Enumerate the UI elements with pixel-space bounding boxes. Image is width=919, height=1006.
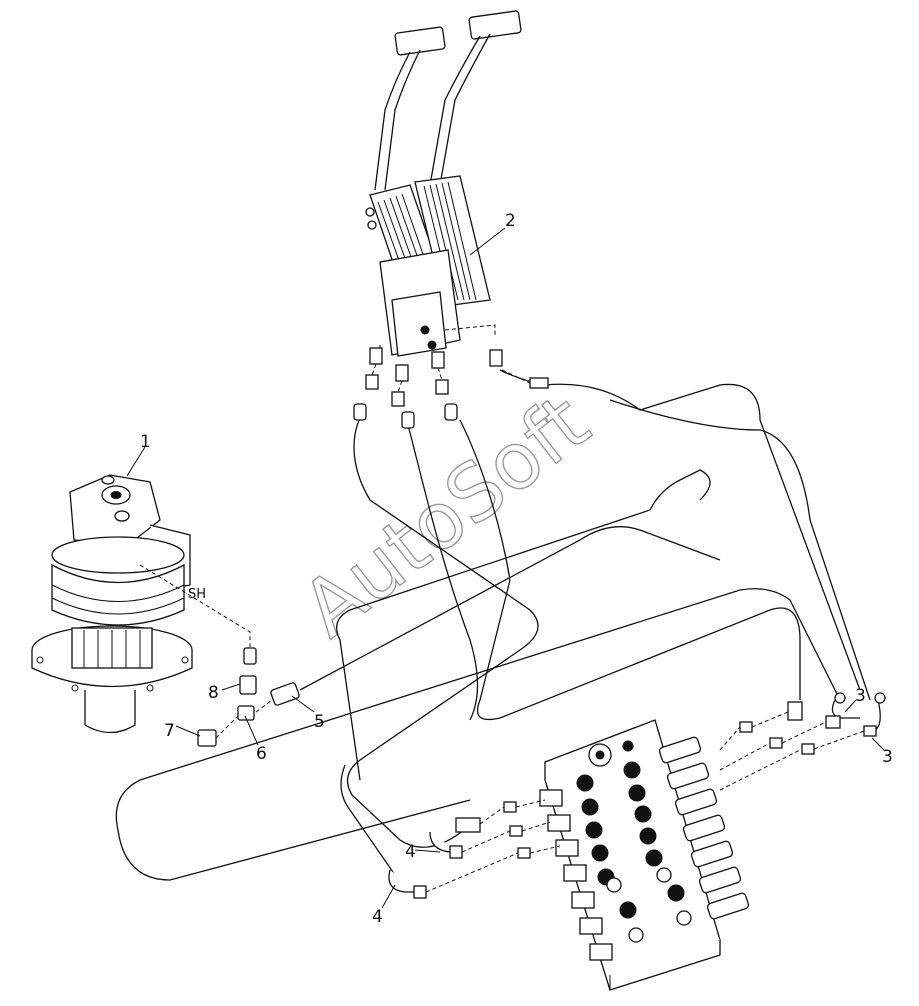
pedal-fittings [353,347,549,429]
callout-3a: 3 [855,686,866,706]
port-label-sh: SH [188,587,206,602]
callout-4a: 4 [405,842,416,862]
callout-7: 7 [164,721,175,741]
callout-8: 8 [208,683,219,703]
pedal-assembly [365,10,522,357]
valve-fittings [388,692,886,899]
hose-lines [115,369,871,881]
callout-1: 1 [140,432,151,452]
callout-4b: 4 [372,907,383,927]
fittings-5-8 [197,647,300,747]
swivel-joint [31,474,251,734]
callout-5: 5 [314,712,325,732]
callout-6: 6 [256,744,267,764]
control-valve [539,719,750,991]
callout-3b: 3 [882,747,893,767]
callout-2: 2 [505,211,516,231]
callout-leaders [126,227,885,909]
